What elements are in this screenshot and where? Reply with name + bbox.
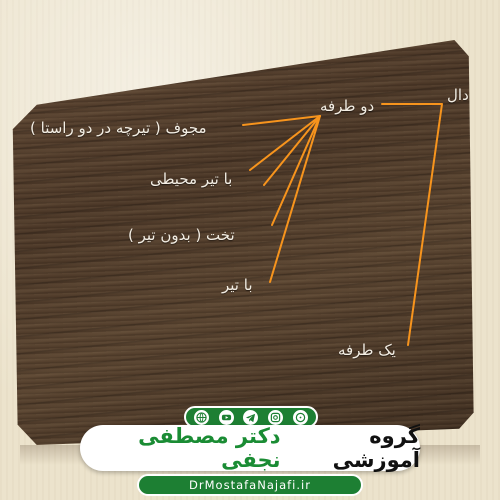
website-link[interactable]: DrMostafaNajafi.ir [137,474,363,496]
root-connector [381,103,443,346]
web-icon[interactable] [193,409,209,425]
youtube-icon[interactable] [218,409,234,425]
brand-title: گروه آموزشی [332,424,420,472]
perimeter-beam-label: با تیر محیطی [150,170,233,188]
two-way-to-flat [271,115,321,226]
two-way-label: دو طرفه [320,97,375,115]
two-way-to-with-beam [269,115,321,283]
brand-banner: گروه آموزشی دکتر مصطفی نجفی [80,424,420,472]
flat-label: تخت ( بدون تیر ) [128,226,235,244]
with-beam-label: با تیر [222,276,253,294]
telegram-icon[interactable] [243,409,259,425]
aparat-icon[interactable] [293,409,309,425]
two-way-to-perimeter [263,115,321,186]
instagram-icon[interactable] [268,409,284,425]
hollow-label: مجوف ( تیرچه در دو راستا ) [30,119,207,137]
one-way-label: یک طرفه [338,341,396,359]
wooden-board [12,40,474,445]
two-way-fan-extra [249,115,321,171]
brand-name: دکتر مصطفی نجفی [138,424,281,472]
two-way-to-hollow [242,115,321,126]
root-label: دال [447,86,469,104]
